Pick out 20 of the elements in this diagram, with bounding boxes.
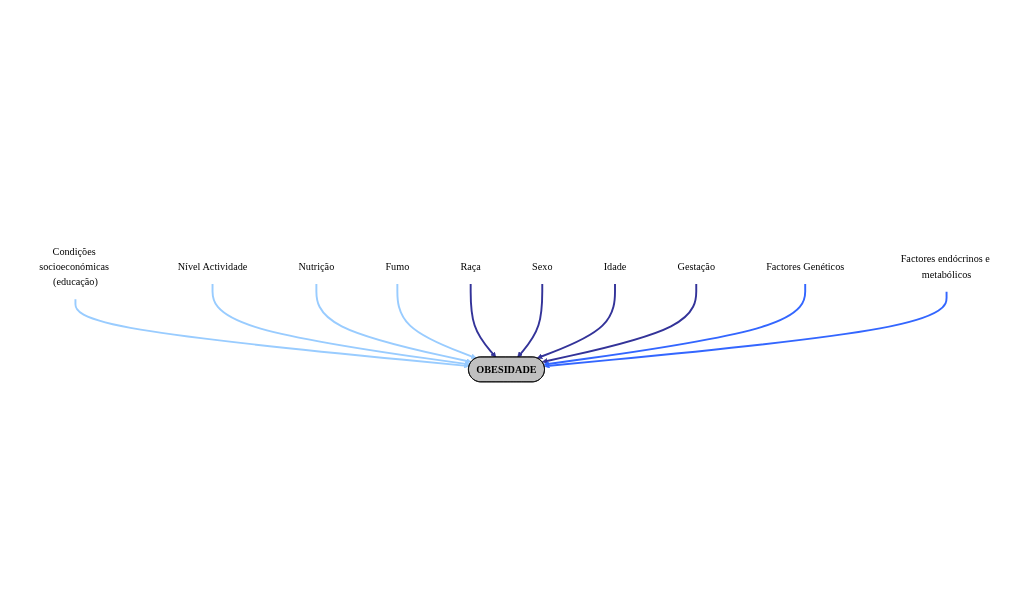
node-text: Gestação (677, 261, 715, 272)
node-text: Idade (603, 261, 627, 272)
arrow (211, 283, 471, 367)
arrow (541, 283, 698, 364)
node-text: Condições socioeconómicas (educação) (39, 245, 110, 288)
node-text: Fumo (385, 261, 410, 272)
node-text: Raça (460, 261, 481, 272)
arrow (396, 283, 477, 360)
node-text: Factores Genéticos (766, 261, 845, 272)
arrow (315, 283, 472, 364)
node-text: Nutrição (298, 261, 335, 272)
arrow (517, 283, 544, 358)
node-text: Factores endócrinos e metabólicos (900, 253, 990, 280)
arrow (469, 283, 497, 358)
arrow (74, 298, 470, 369)
node-text: Sexo (532, 261, 553, 272)
arrow (543, 283, 807, 367)
arrow (544, 290, 948, 369)
arrow (536, 283, 616, 359)
node-text: Nível Actividade (177, 261, 248, 272)
